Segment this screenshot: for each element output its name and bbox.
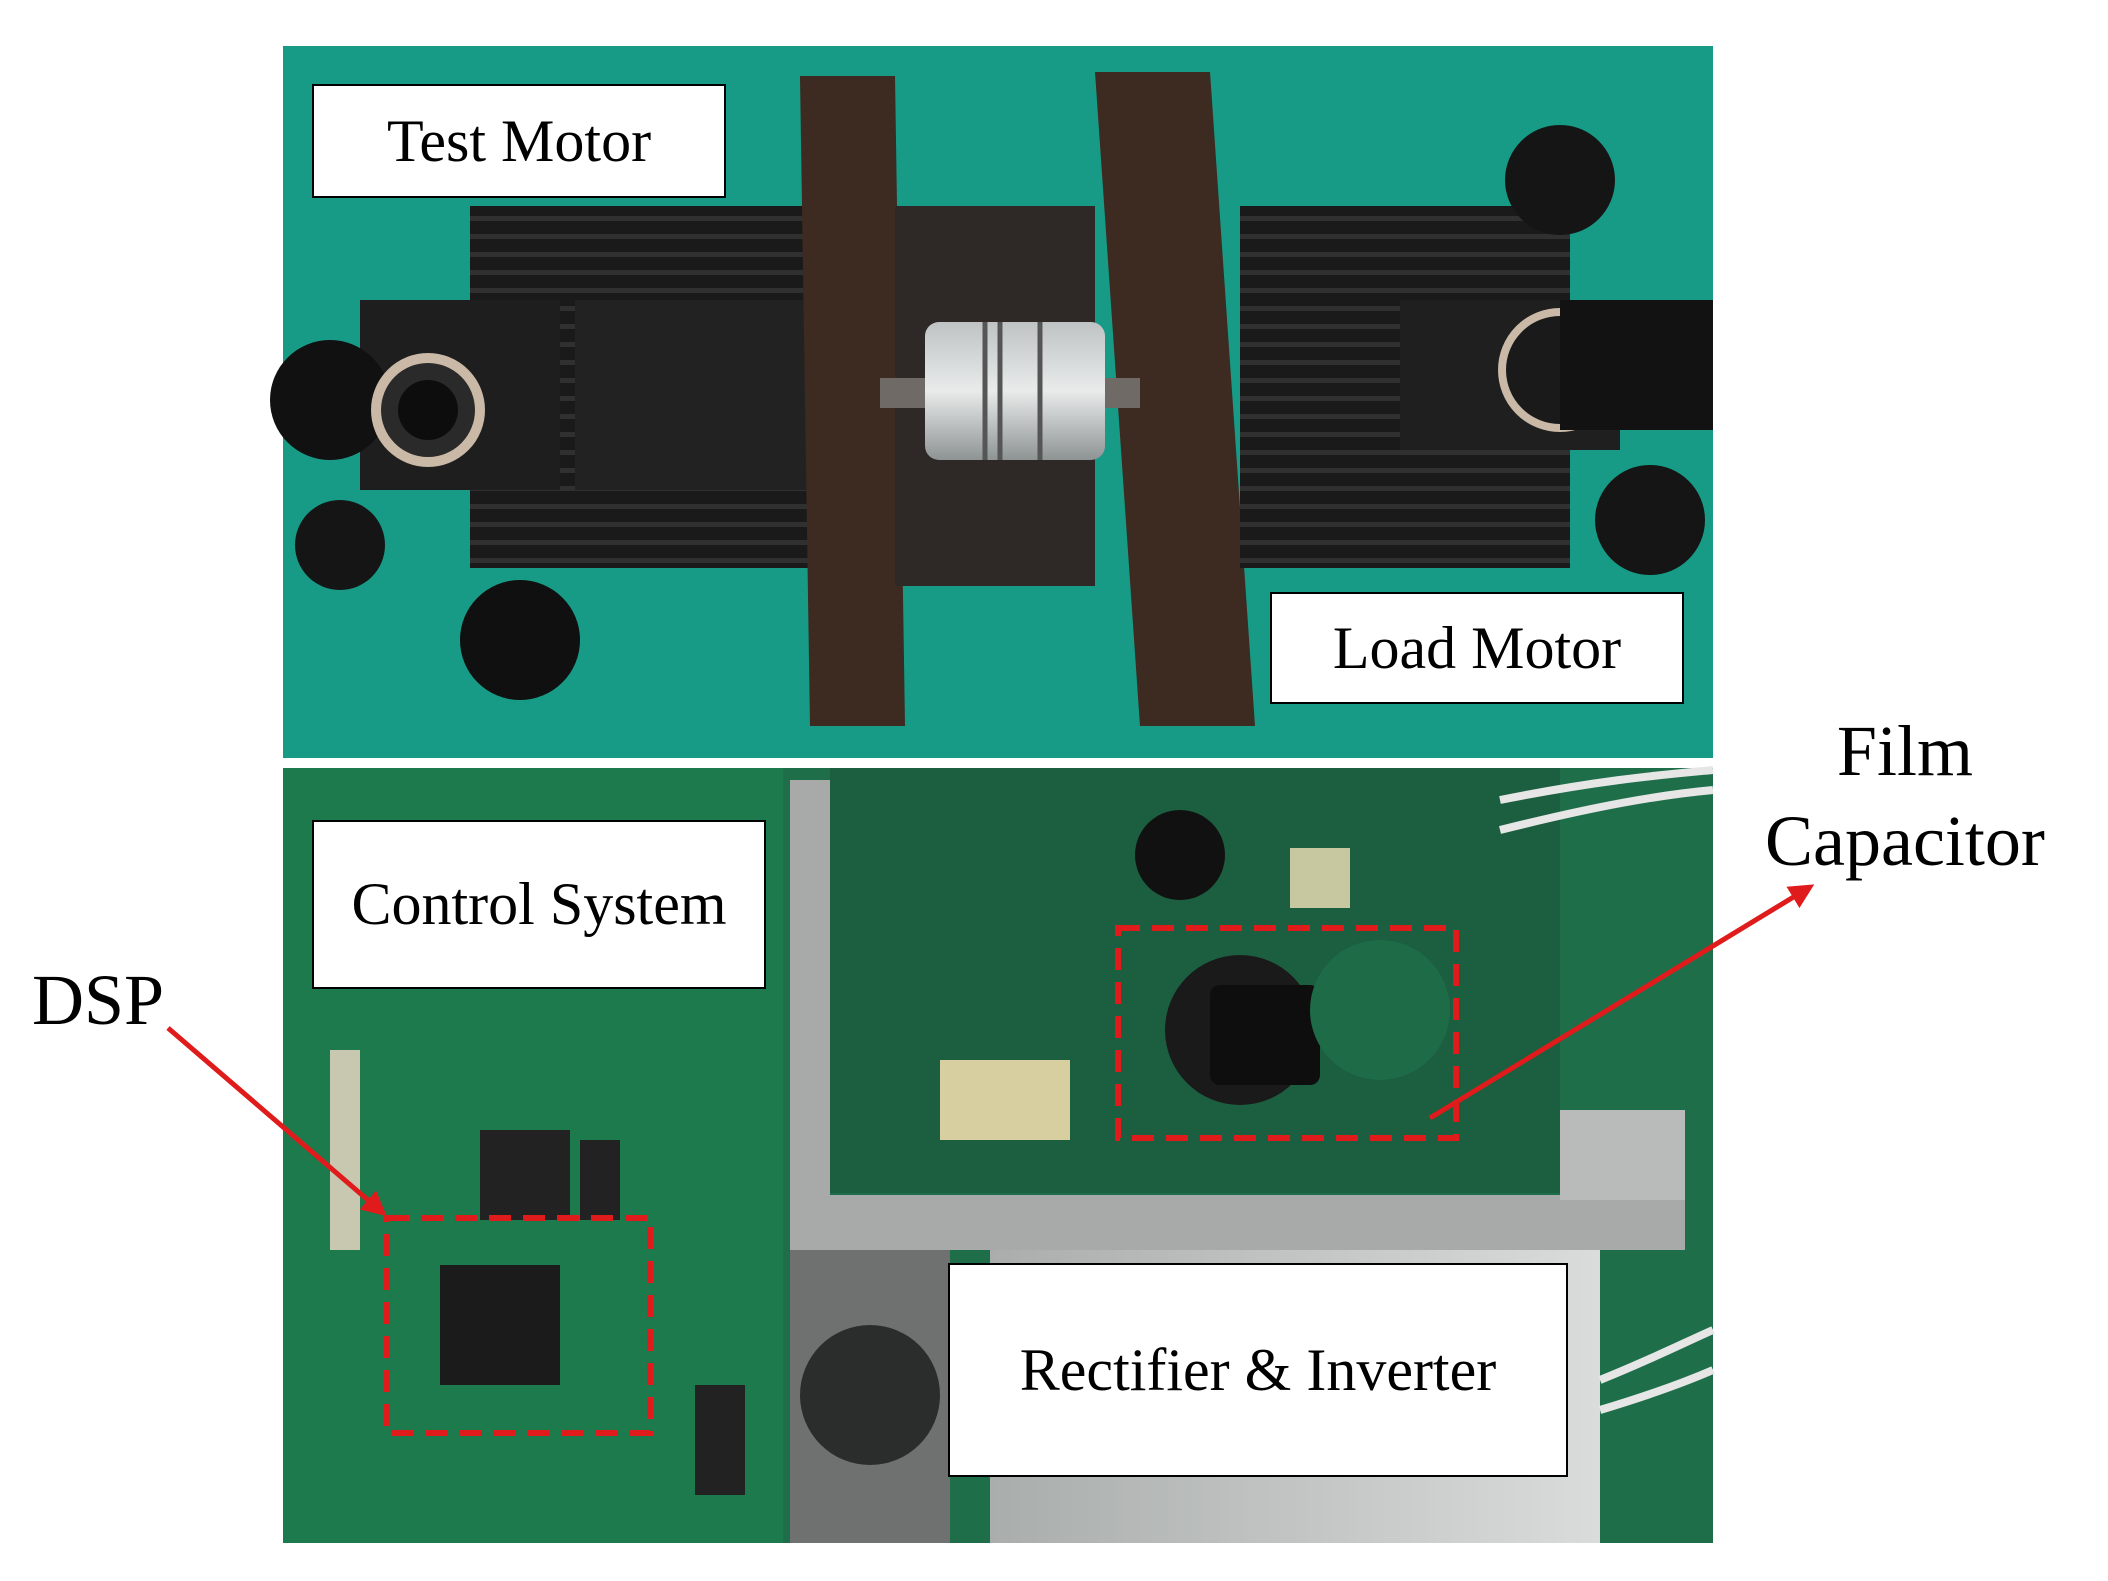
rectifier-inverter-label: Rectifier & Inverter (948, 1263, 1568, 1477)
load-motor-label: Load Motor (1270, 592, 1684, 704)
film-capacitor-highlight-box (1115, 925, 1459, 1141)
load-motor-body (1240, 125, 1713, 575)
test-motor-body (270, 206, 815, 700)
film-capacitor-arrow (1428, 884, 1815, 1121)
dsp-label: DSP (32, 960, 165, 1040)
shaft-coupling (925, 322, 1105, 460)
film-capacitor-label-line1: Film (1836, 711, 1973, 791)
control-system-label: Control System (312, 820, 766, 989)
flange-left (800, 76, 905, 726)
test-motor-label: Test Motor (312, 84, 726, 198)
motor-bench-photo (270, 46, 1713, 758)
film-capacitor-label-line2: Capacitor (1765, 801, 2045, 881)
dsp-arrow (166, 1026, 387, 1217)
film-capacitor-label: Film Capacitor (1765, 706, 2045, 886)
flange-right (1095, 72, 1255, 726)
inverter-frame (790, 780, 1685, 1250)
